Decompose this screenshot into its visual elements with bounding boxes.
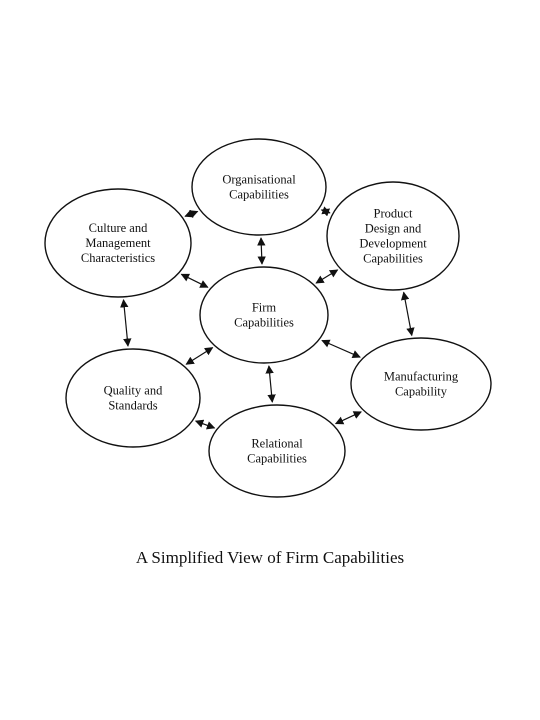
arrow-firm-manufacturing — [321, 339, 361, 359]
node-manufacturing-ellipse — [350, 337, 492, 431]
node-product-label-line: Capabilities — [363, 252, 423, 266]
node-manufacturing-label-line: Capability — [395, 385, 448, 399]
node-quality-label-line: Standards — [108, 399, 157, 413]
arrow-organisational-culture — [184, 209, 199, 219]
node-product-label-line: Product — [374, 207, 413, 221]
node-firm-label-line: Capabilities — [234, 316, 294, 330]
arrow-firm-culture — [180, 273, 209, 288]
arrow-manufacturing-relational — [334, 411, 362, 425]
arrow-product-manufacturing — [400, 291, 415, 337]
node-organisational-label-line: Organisational — [222, 173, 296, 187]
node-relational-label-line: Relational — [251, 437, 303, 451]
arrow-firm-organisational — [257, 237, 266, 265]
node-organisational-ellipse — [191, 138, 327, 236]
node-culture-label-line: Characteristics — [81, 251, 155, 265]
node-product-label-line: Development — [359, 237, 427, 251]
arrow-firm-quality — [185, 347, 214, 365]
arrow-firm-relational — [265, 365, 276, 403]
arrow-relational-quality — [194, 419, 216, 430]
node-culture-label-line: Management — [85, 236, 151, 250]
arrow-organisational-product — [320, 206, 331, 217]
node-quality-label-line: Quality and — [104, 384, 163, 398]
node-firm-label-line: Firm — [252, 301, 277, 315]
figure-caption: A Simplified View of Firm Capabilities — [135, 548, 405, 567]
node-organisational-label-line: Capabilities — [229, 188, 289, 202]
node-firm-ellipse — [199, 266, 329, 364]
node-relational-label-line: Capabilities — [247, 452, 307, 466]
node-quality-ellipse — [65, 348, 201, 448]
node-culture-label-line: Culture and — [89, 221, 148, 235]
node-manufacturing-label-line: Manufacturing — [384, 370, 459, 384]
arrow-quality-culture — [120, 298, 132, 347]
arrow-firm-product — [315, 269, 339, 284]
node-relational-ellipse — [208, 404, 346, 498]
node-product-label-line: Design and — [365, 222, 422, 236]
node-product-ellipse — [326, 181, 460, 291]
node-culture-ellipse — [44, 188, 192, 298]
